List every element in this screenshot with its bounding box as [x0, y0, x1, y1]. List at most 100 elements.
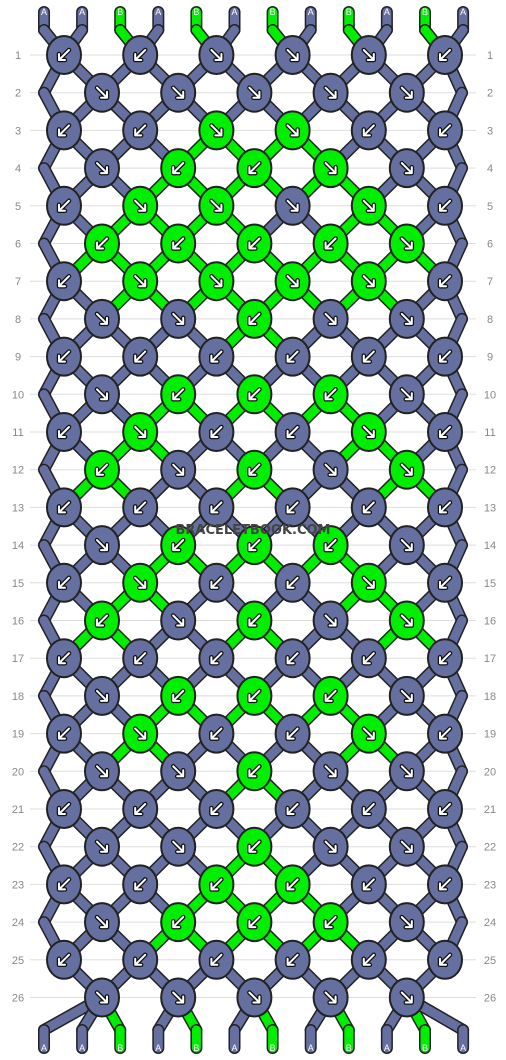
forward-knot-arrow-icon	[172, 312, 185, 325]
knot	[198, 35, 235, 75]
backward-knot-arrow-icon	[172, 689, 185, 702]
forward-knot-arrow-icon	[96, 991, 108, 1004]
knot	[350, 638, 387, 679]
knot	[388, 72, 425, 113]
backward-knot-arrow-icon	[439, 199, 451, 212]
backward-knot-arrow-icon	[248, 162, 261, 175]
knot	[350, 35, 387, 75]
knot	[312, 902, 349, 943]
knot	[427, 261, 463, 302]
forward-knot-arrow-icon	[400, 840, 413, 853]
knot	[274, 562, 311, 603]
backward-knot-arrow-icon	[134, 501, 147, 514]
row-number-left: 2	[15, 88, 21, 100]
knot	[160, 148, 197, 189]
forward-knot-arrow-icon	[96, 312, 108, 325]
backward-knot-arrow-icon	[286, 350, 299, 363]
knot	[198, 562, 235, 603]
forward-knot-arrow-icon	[324, 463, 337, 476]
forward-knot-arrow-icon	[324, 312, 337, 325]
forward-knot-arrow-icon	[134, 727, 147, 740]
row-number-left: 23	[12, 879, 24, 891]
forward-knot-arrow-icon	[286, 124, 299, 137]
row-number-left: 7	[15, 276, 21, 288]
backward-knot-arrow-icon	[134, 878, 147, 891]
row-number-left: 1	[15, 50, 21, 62]
forward-knot-arrow-icon	[96, 388, 108, 401]
knot	[198, 412, 235, 452]
forward-knot-arrow-icon	[134, 576, 147, 589]
backward-knot-arrow-icon	[58, 501, 70, 514]
knot	[427, 336, 463, 377]
backward-knot-arrow-icon	[210, 878, 223, 891]
knot	[84, 374, 120, 415]
strand-label-bottom: B	[346, 1043, 352, 1053]
backward-knot-arrow-icon	[58, 350, 70, 363]
knot	[46, 562, 82, 603]
row-number-left: 16	[12, 616, 24, 628]
strand-label-top: B	[422, 7, 428, 17]
knot	[312, 751, 349, 792]
backward-knot-arrow-icon	[286, 501, 299, 514]
backward-knot-arrow-icon	[210, 652, 223, 665]
knot	[198, 110, 235, 151]
knot	[312, 374, 349, 415]
strand-label-top: A	[79, 7, 85, 17]
knot	[236, 826, 273, 867]
knot	[312, 600, 349, 641]
knot	[160, 600, 197, 641]
backward-knot-arrow-icon	[248, 388, 261, 401]
backward-knot-arrow-icon	[210, 803, 223, 815]
knot	[427, 939, 463, 980]
knot	[198, 336, 235, 377]
row-number-right: 7	[487, 276, 493, 288]
knot	[388, 525, 425, 566]
forward-knot-arrow-icon	[210, 49, 223, 61]
backward-knot-arrow-icon	[439, 576, 451, 589]
forward-knot-arrow-icon	[324, 840, 337, 853]
forward-knot-arrow-icon	[400, 162, 413, 175]
knot	[350, 789, 387, 829]
row-number-right: 16	[484, 616, 496, 628]
knot	[160, 675, 197, 716]
row-number-right: 9	[487, 352, 493, 364]
backward-knot-arrow-icon	[286, 727, 299, 740]
forward-knot-arrow-icon	[286, 275, 299, 288]
row-number-right: 18	[484, 691, 496, 703]
forward-knot-arrow-icon	[172, 991, 185, 1004]
knot	[350, 562, 387, 603]
backward-knot-arrow-icon	[286, 803, 299, 815]
strand-label-top: B	[193, 7, 199, 17]
forward-knot-arrow-icon	[324, 614, 337, 627]
forward-knot-arrow-icon	[210, 275, 223, 288]
knot	[46, 939, 82, 980]
row-number-left: 12	[12, 465, 24, 477]
knot	[274, 487, 311, 528]
forward-knot-arrow-icon	[134, 199, 147, 212]
knot	[350, 412, 387, 452]
backward-knot-arrow-icon	[58, 275, 70, 288]
strand-label-bottom: A	[41, 1043, 47, 1053]
knot	[84, 826, 120, 867]
row-number-right: 1	[487, 50, 493, 62]
knot	[46, 638, 82, 679]
forward-knot-arrow-icon	[172, 765, 185, 778]
backward-knot-arrow-icon	[172, 916, 185, 929]
forward-knot-arrow-icon	[172, 840, 185, 853]
forward-knot-arrow-icon	[362, 275, 375, 288]
knot	[160, 977, 197, 1018]
backward-knot-arrow-icon	[286, 576, 299, 589]
row-number-left: 15	[12, 578, 24, 590]
strand-label-bottom: B	[193, 1043, 199, 1053]
forward-knot-arrow-icon	[400, 614, 413, 627]
strand-label-top: A	[155, 7, 161, 17]
row-number-right: 14	[484, 540, 496, 552]
backward-knot-arrow-icon	[324, 689, 337, 702]
row-number-left: 18	[12, 691, 24, 703]
backward-knot-arrow-icon	[172, 539, 185, 552]
knot	[236, 675, 273, 716]
backward-knot-arrow-icon	[286, 953, 299, 966]
knot	[122, 487, 159, 528]
backward-knot-arrow-icon	[439, 803, 451, 815]
